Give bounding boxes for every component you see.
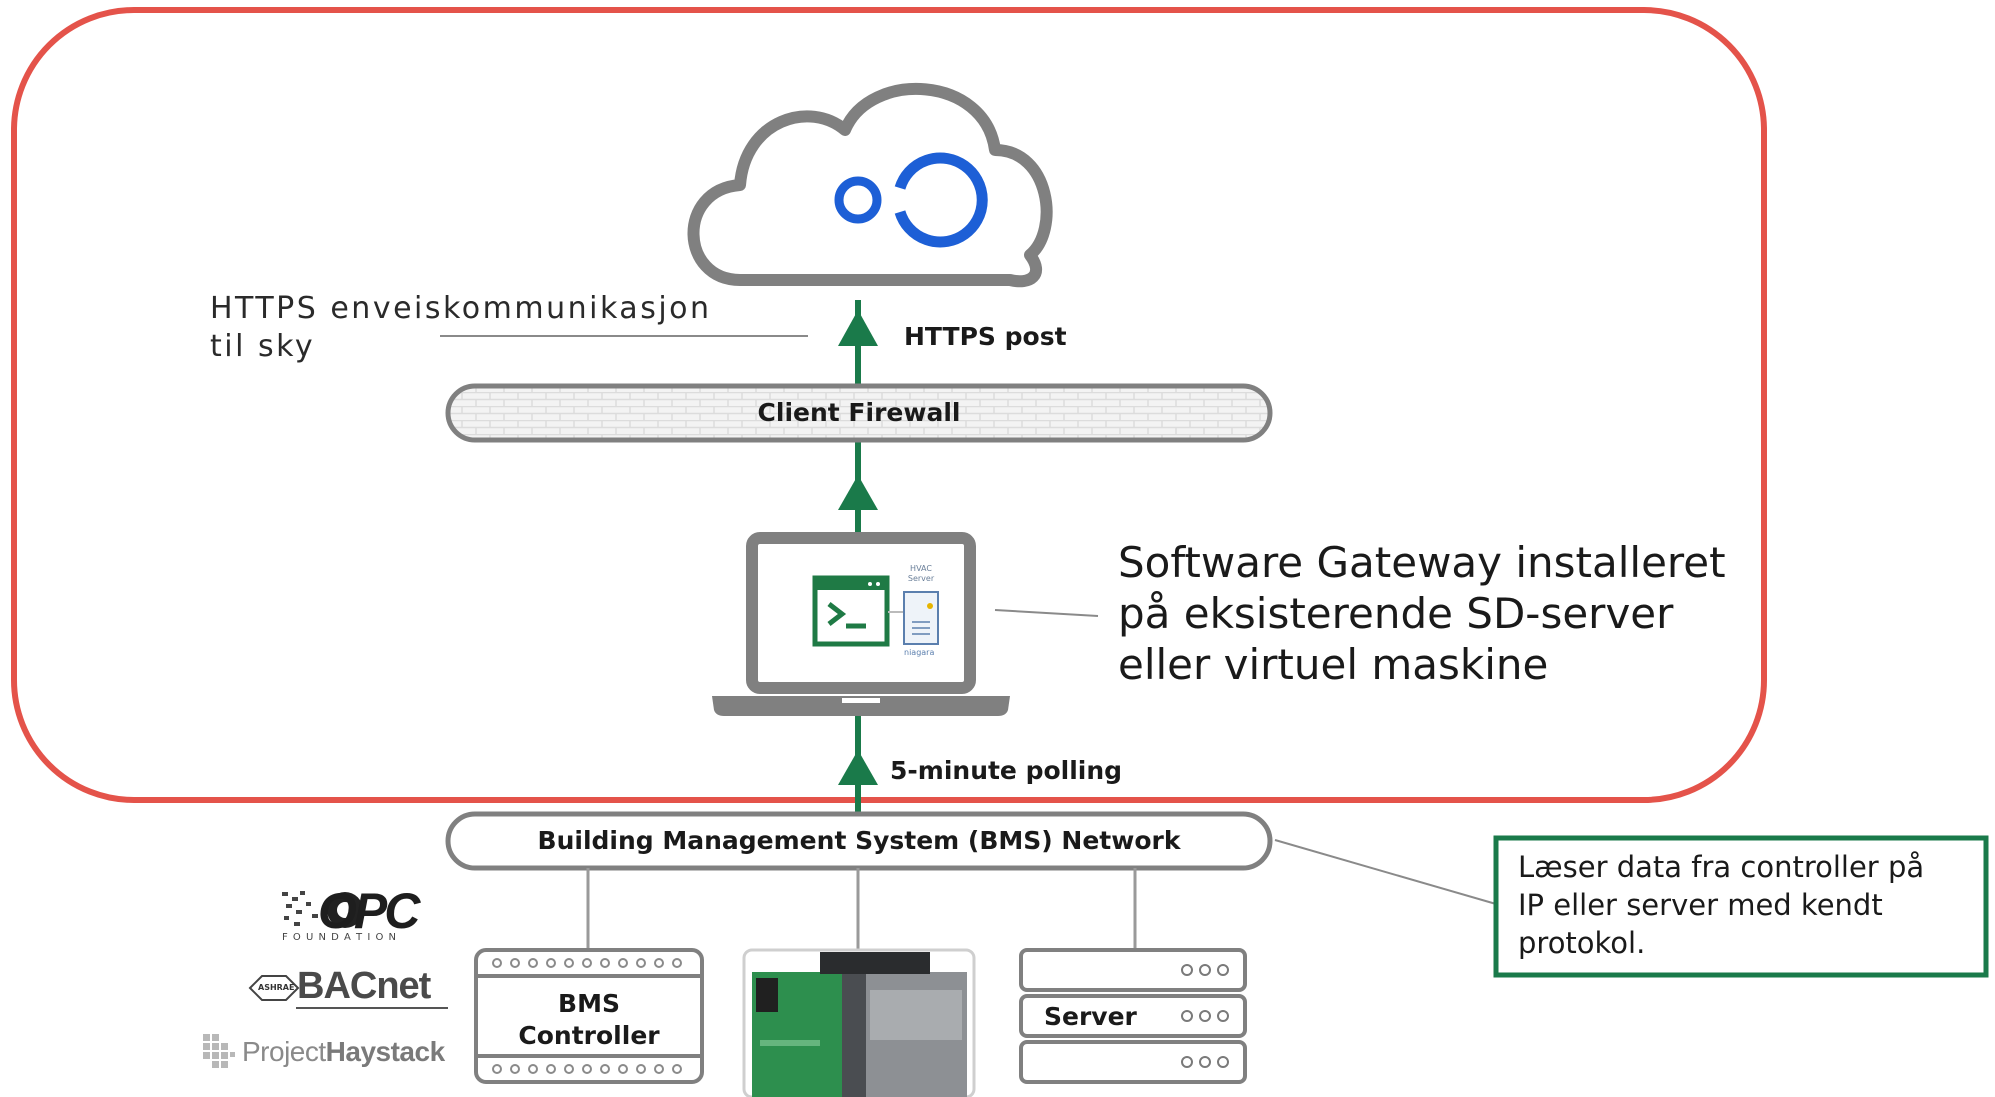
brand-logo-icon <box>834 152 988 248</box>
gateway-label: Software Gateway installeret på eksister… <box>1118 537 1726 690</box>
arrow-firewall-up <box>838 440 878 538</box>
haystack-logo-word2: Haystack <box>325 1036 445 1067</box>
opc-logo-text: OPC <box>318 883 420 939</box>
haystack-logo-word1: Project <box>242 1036 326 1067</box>
server-stack-icon <box>1019 948 1247 1084</box>
https-post-label: HTTPS post <box>904 322 1067 351</box>
bms-controller-line1: BMS <box>558 989 620 1018</box>
controller-device-icon <box>742 948 976 1097</box>
https-oneway-line1: HTTPS enveiskommunikasjon <box>210 291 712 326</box>
https-oneway-label: HTTPS enveiskommunikasjon til sky <box>210 290 712 366</box>
https-oneway-line2: til sky <box>210 329 316 364</box>
ashrae-logo-text: ASHRAE <box>258 983 295 992</box>
bms-controller-icon <box>474 948 704 1084</box>
polling-label: 5-minute polling <box>890 756 1123 785</box>
callout-line1: Læser data fra controller på <box>1518 850 1925 884</box>
arrow-cloud-up <box>838 300 878 385</box>
screen-hvac-line1: HVAC <box>910 564 932 573</box>
callout-text: Læser data fra controller på IP eller se… <box>1518 848 1924 962</box>
callout-box <box>1493 835 1989 978</box>
gateway-line1: Software Gateway installeret <box>1118 538 1726 587</box>
client-firewall-label: Client Firewall <box>757 398 961 427</box>
callout-connector <box>1274 839 1497 905</box>
client-firewall <box>445 383 1273 443</box>
bms-network-label: Building Management System (BMS) Network <box>537 826 1181 855</box>
ashrae-logo <box>248 975 300 1001</box>
opc-logo-subtext: F O U N D A T I O N <box>282 932 397 943</box>
callout-line2: IP eller server med kendt <box>1518 888 1883 922</box>
screen-hvac-label: HVAC Server <box>906 564 936 584</box>
haystack-logo-text: ProjectHaystack <box>242 1036 445 1068</box>
bms-controller-line2: Controller <box>518 1021 660 1050</box>
cloud-boundary <box>11 7 1767 803</box>
arrow-gateway-up <box>838 716 878 812</box>
gateway-line3: eller virtuel maskine <box>1118 640 1549 689</box>
terminal-icon <box>812 575 890 647</box>
callout-line3: protokol. <box>1518 926 1646 960</box>
opc-foundation-logo <box>282 891 363 928</box>
bacnet-logo-text: BACnet <box>297 965 431 1007</box>
haystack-logo-icon <box>203 1034 235 1068</box>
gateway-line2: på eksisterende SD-server <box>1118 589 1674 638</box>
bms-controller-label: BMS Controller <box>518 988 659 1052</box>
gateway-label-connector <box>994 609 1099 617</box>
hvac-server-icon <box>903 591 939 645</box>
screen-niagara-label: niagara <box>904 648 935 657</box>
server-label: Server <box>1044 1002 1137 1031</box>
screen-hvac-line2: Server <box>907 574 935 583</box>
